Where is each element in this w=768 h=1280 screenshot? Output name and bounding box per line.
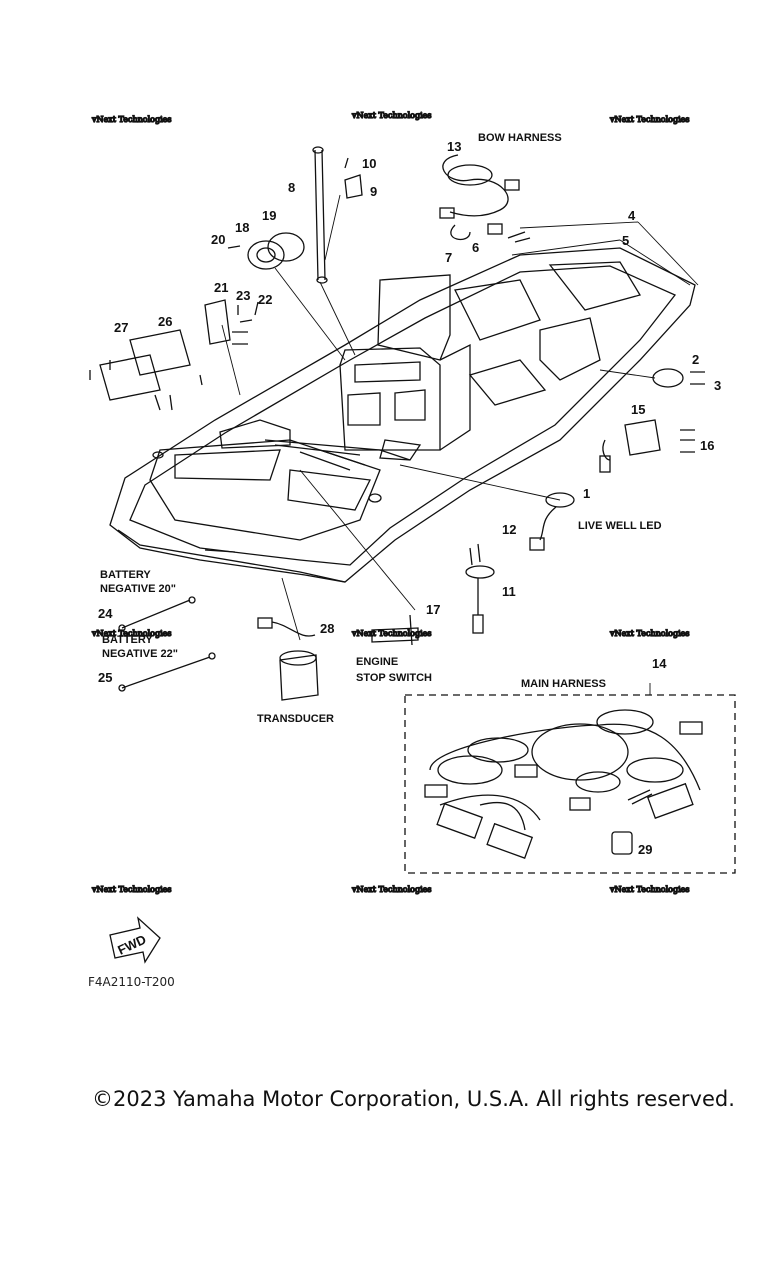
callout-4: 4 bbox=[628, 208, 636, 223]
caption-main-harness: MAIN HARNESS bbox=[521, 678, 606, 690]
watermarks: vNext Technologies vNext Technologies vN… bbox=[90, 110, 690, 894]
callout-6: 6 bbox=[472, 240, 479, 255]
copyright-notice: ©2023 Yamaha Motor Corporation, U.S.A. A… bbox=[92, 1087, 735, 1111]
watermark: vNext Technologies bbox=[91, 629, 171, 638]
callout-9: 9 bbox=[370, 184, 377, 199]
callout-5: 5 bbox=[622, 233, 629, 248]
watermark: vNext Technologies bbox=[351, 629, 431, 638]
caption-engine-stop-line2: STOP SWITCH bbox=[356, 672, 432, 684]
caption-live-well-led: LIVE WELL LED bbox=[578, 520, 662, 532]
callout-27: 27 bbox=[114, 320, 128, 335]
callout-15: 15 bbox=[631, 402, 645, 417]
callout-7: 7 bbox=[445, 250, 452, 265]
callout-19: 19 bbox=[262, 208, 276, 223]
callout-1: 1 bbox=[583, 486, 590, 501]
caption-battery-22-line2: NEGATIVE 22" bbox=[102, 648, 178, 660]
callout-10: 10 bbox=[362, 156, 376, 171]
part-callouts: 1 2 3 4 5 6 7 8 9 10 11 12 13 14 15 16 1… bbox=[98, 139, 721, 857]
callout-21: 21 bbox=[214, 280, 228, 295]
callout-24: 24 bbox=[98, 606, 113, 621]
callout-20: 20 bbox=[211, 232, 225, 247]
caption-battery-20-line1: BATTERY bbox=[100, 569, 151, 581]
watermark: vNext Technologies bbox=[609, 629, 689, 638]
watermark: vNext Technologies bbox=[609, 115, 689, 124]
watermark: vNext Technologies bbox=[351, 111, 431, 120]
reference-code: F4A2110-T200 bbox=[88, 975, 175, 989]
callout-29: 29 bbox=[638, 842, 652, 857]
callout-26: 26 bbox=[158, 314, 172, 329]
caption-engine-stop-line1: ENGINE bbox=[356, 656, 398, 668]
watermark: vNext Technologies bbox=[91, 115, 171, 124]
watermark: vNext Technologies bbox=[351, 885, 431, 894]
leader-lines bbox=[221, 194, 699, 695]
callout-12: 12 bbox=[502, 522, 516, 537]
callout-22: 22 bbox=[258, 292, 272, 307]
callout-18: 18 bbox=[235, 220, 249, 235]
callout-23: 23 bbox=[236, 288, 250, 303]
callout-17: 17 bbox=[426, 602, 440, 617]
caption-battery-20-line2: NEGATIVE 20" bbox=[100, 583, 176, 595]
callout-11: 11 bbox=[502, 584, 516, 599]
callout-16: 16 bbox=[700, 438, 714, 453]
callout-2: 2 bbox=[692, 352, 699, 367]
callout-28: 28 bbox=[320, 621, 334, 636]
callout-3: 3 bbox=[714, 378, 721, 393]
caption-bow-harness: BOW HARNESS bbox=[478, 132, 562, 144]
main-harness-box bbox=[404, 694, 736, 874]
callout-25: 25 bbox=[98, 670, 112, 685]
watermark: vNext Technologies bbox=[91, 885, 171, 894]
section-captions: BOW HARNESS MAIN HARNESS LIVE WELL LED T… bbox=[100, 132, 662, 725]
boat-hull-drawing bbox=[109, 247, 696, 583]
callout-8: 8 bbox=[288, 180, 295, 195]
caption-battery-22-line1: BATTERY bbox=[102, 634, 153, 646]
fwd-arrow bbox=[109, 916, 161, 964]
components-drawing bbox=[89, 146, 705, 701]
callout-13: 13 bbox=[447, 139, 461, 154]
caption-transducer: TRANSDUCER bbox=[257, 713, 334, 725]
watermark: vNext Technologies bbox=[609, 885, 689, 894]
callout-14: 14 bbox=[652, 656, 667, 671]
bow-harness-drawing bbox=[439, 154, 531, 243]
